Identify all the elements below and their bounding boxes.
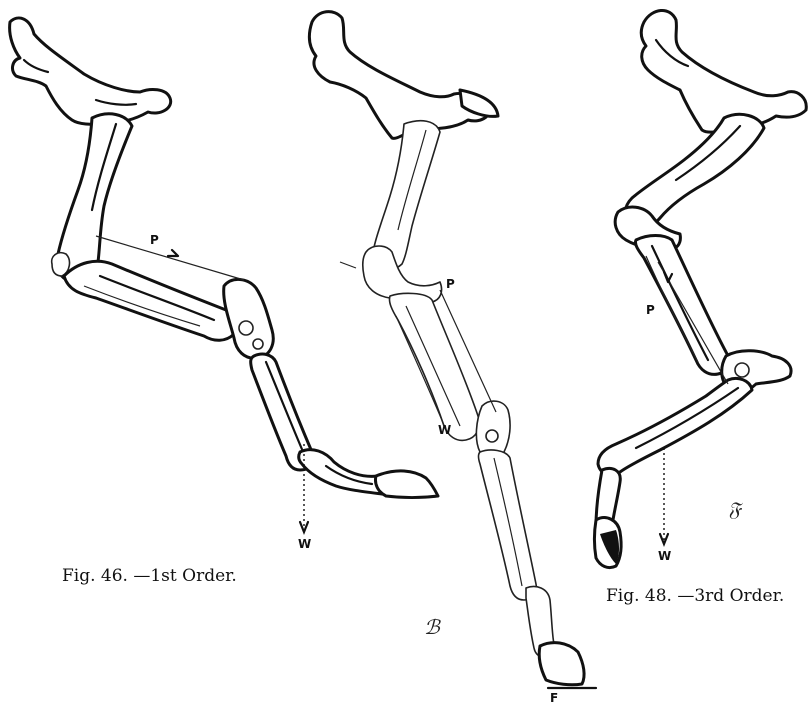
fig46-hock (224, 279, 274, 358)
fig47-hoof (539, 643, 584, 685)
fig47-power-label: P (446, 277, 455, 291)
fig47-pelvis (309, 12, 490, 139)
fig46-tibia (64, 261, 237, 340)
fig47-limb: P W F ℬ (309, 12, 596, 705)
fig48-weight-label: W (658, 549, 671, 563)
fig48-pelvis (641, 10, 806, 132)
fig48-limb: P W 𝔉 (595, 10, 807, 567)
fig47-tibia (389, 293, 479, 440)
fig46-caption: Fig. 46. —1st Order. (62, 566, 237, 586)
fig46-power-label: P (150, 233, 159, 247)
fig48-caption: Fig. 48. —3rd Order. (606, 586, 784, 606)
fig47-artist-monogram: ℬ (424, 615, 441, 639)
fig46-pelvis (10, 18, 171, 124)
fig46-hoof (375, 471, 438, 498)
fig47-cannon (479, 450, 537, 600)
fig46-weight-label: W (298, 537, 311, 551)
fig47-fulcrum-label: F (550, 691, 558, 705)
fig48-power-label: P (646, 303, 655, 317)
fig47-weight-label: W (438, 423, 451, 437)
fig48-artist-monogram: 𝔉 (728, 497, 743, 521)
